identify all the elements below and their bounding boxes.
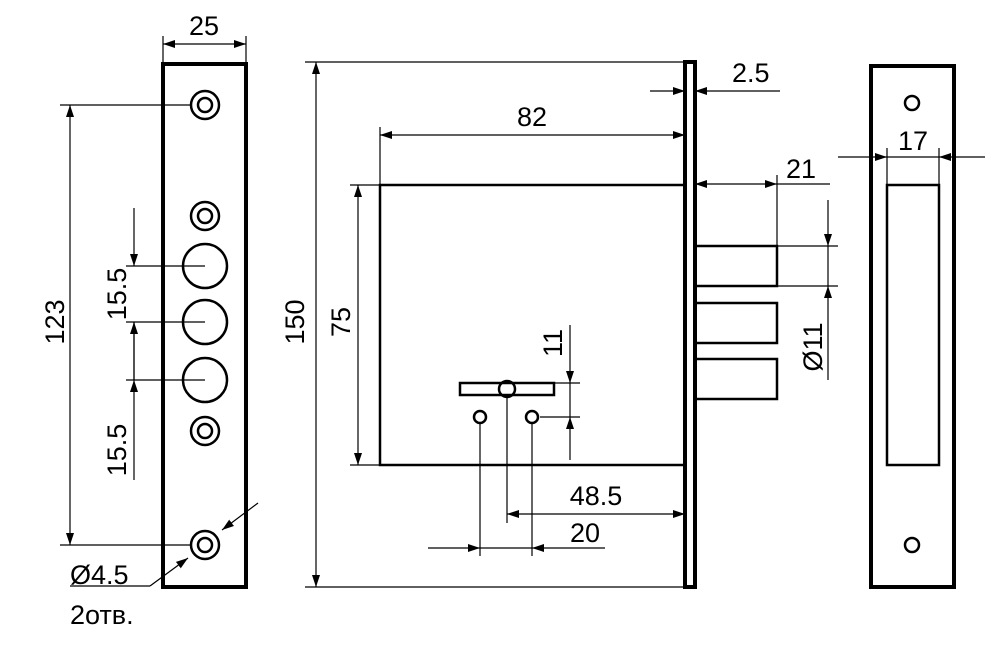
hole-count-label: 2отв. bbox=[70, 600, 134, 630]
keyhole-height-label: 11 bbox=[538, 329, 568, 357]
strike-plate-opening bbox=[885, 183, 941, 467]
bolt-3 bbox=[693, 357, 779, 401]
strike-hole-bottom bbox=[903, 536, 921, 554]
bolt-diameter-label: Ø11 bbox=[798, 322, 828, 371]
strike-opening-width-label: 17 bbox=[898, 126, 928, 156]
hole-diameter-label: Ø4.5 bbox=[70, 560, 129, 590]
total-height-label: 150 bbox=[280, 299, 310, 344]
fixing-hole-upper bbox=[189, 200, 221, 232]
lock-body-view: 150 75 82 2.5 21 Ø11 11 bbox=[280, 58, 838, 589]
bolt-projection-label: 21 bbox=[786, 154, 816, 184]
spindle-hole-left bbox=[472, 409, 488, 425]
front-plate-height-label: 123 bbox=[40, 299, 70, 344]
body-height-label: 75 bbox=[326, 307, 356, 337]
keyhole-slot bbox=[458, 379, 556, 399]
front-plate-width-label: 25 bbox=[189, 11, 219, 41]
face-plate bbox=[683, 60, 697, 589]
body-depth-label: 82 bbox=[517, 102, 547, 132]
bolt-1 bbox=[693, 244, 779, 288]
fixing-hole-top bbox=[189, 89, 221, 121]
fixing-hole-bottom bbox=[189, 529, 221, 561]
upper-spacing-label: 15.5 bbox=[102, 268, 132, 321]
bolt-2 bbox=[693, 301, 779, 345]
strike-plate-view: 17 bbox=[838, 64, 985, 589]
fixing-hole-lower bbox=[189, 415, 221, 447]
strike-plate-outline bbox=[869, 64, 956, 589]
spindle-hole-right bbox=[524, 409, 540, 425]
strike-hole-top bbox=[903, 94, 921, 112]
backset-label: 48.5 bbox=[570, 481, 623, 511]
lower-spacing-label: 15.5 bbox=[102, 424, 132, 477]
front-plate-view: 25 123 15.5 15.5 Ø4.5 2отв. bbox=[40, 11, 259, 630]
spindle-offset-label: 20 bbox=[570, 518, 600, 548]
front-plate-outline bbox=[161, 62, 248, 589]
plate-thickness-label: 2.5 bbox=[732, 58, 770, 88]
